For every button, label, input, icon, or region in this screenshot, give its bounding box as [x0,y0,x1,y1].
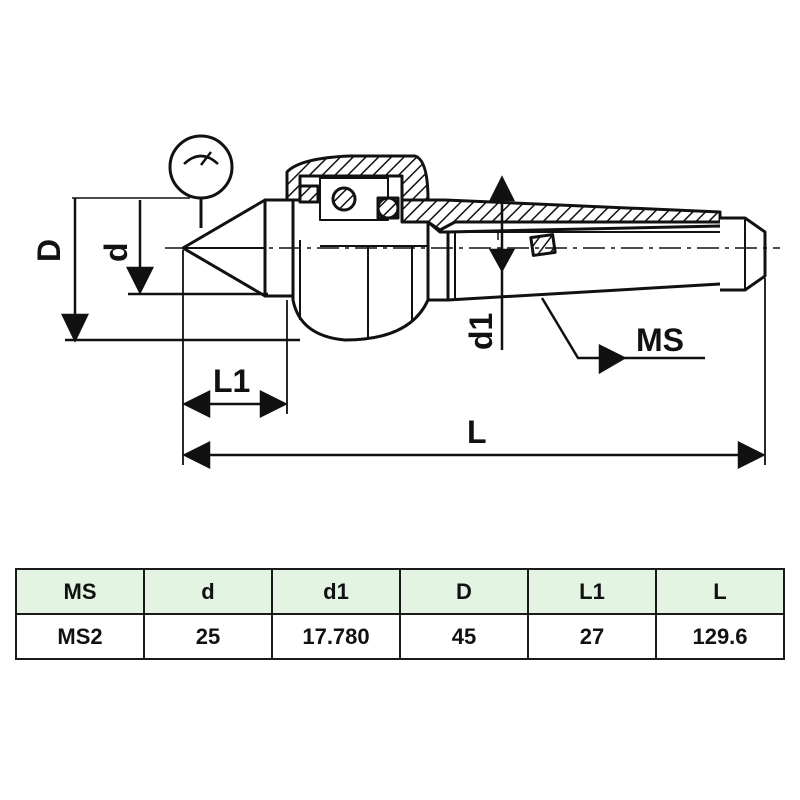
cell-L: 129.6 [655,613,785,660]
table-row: MS2 25 17.780 45 27 129.6 [15,613,785,660]
cell-d: 25 [143,613,273,660]
dimension-lines [61,175,766,470]
header-L1: L1 [527,568,657,615]
cell-d1: 17.780 [271,613,401,660]
cell-ms: MS2 [15,613,145,660]
cell-D: 45 [399,613,529,660]
morse-taper [426,220,450,302]
label-d1: d1 [463,313,499,350]
label-D: D [31,239,67,262]
header-L: L [655,568,785,615]
live-center-drawing: D d d1 L1 L MS [31,134,780,470]
label-d: d [98,242,134,262]
gauge-icon [168,134,234,228]
bearing-ball [376,196,400,220]
header-d: d [143,568,273,615]
label-L: L [467,414,487,450]
header-d1: d1 [271,568,401,615]
label-MS: MS [636,322,684,358]
label-L1: L1 [213,363,250,399]
tool-outline [165,154,780,342]
taper-top [400,198,722,232]
header-ms: MS [15,568,145,615]
table-header-row: MS d d1 D L1 L [15,568,785,615]
cell-L1: 27 [527,613,657,660]
header-D: D [399,568,529,615]
spec-table: MS d d1 D L1 L MS2 25 17.780 45 27 129.6 [15,568,785,660]
bearing-ball [331,186,357,212]
